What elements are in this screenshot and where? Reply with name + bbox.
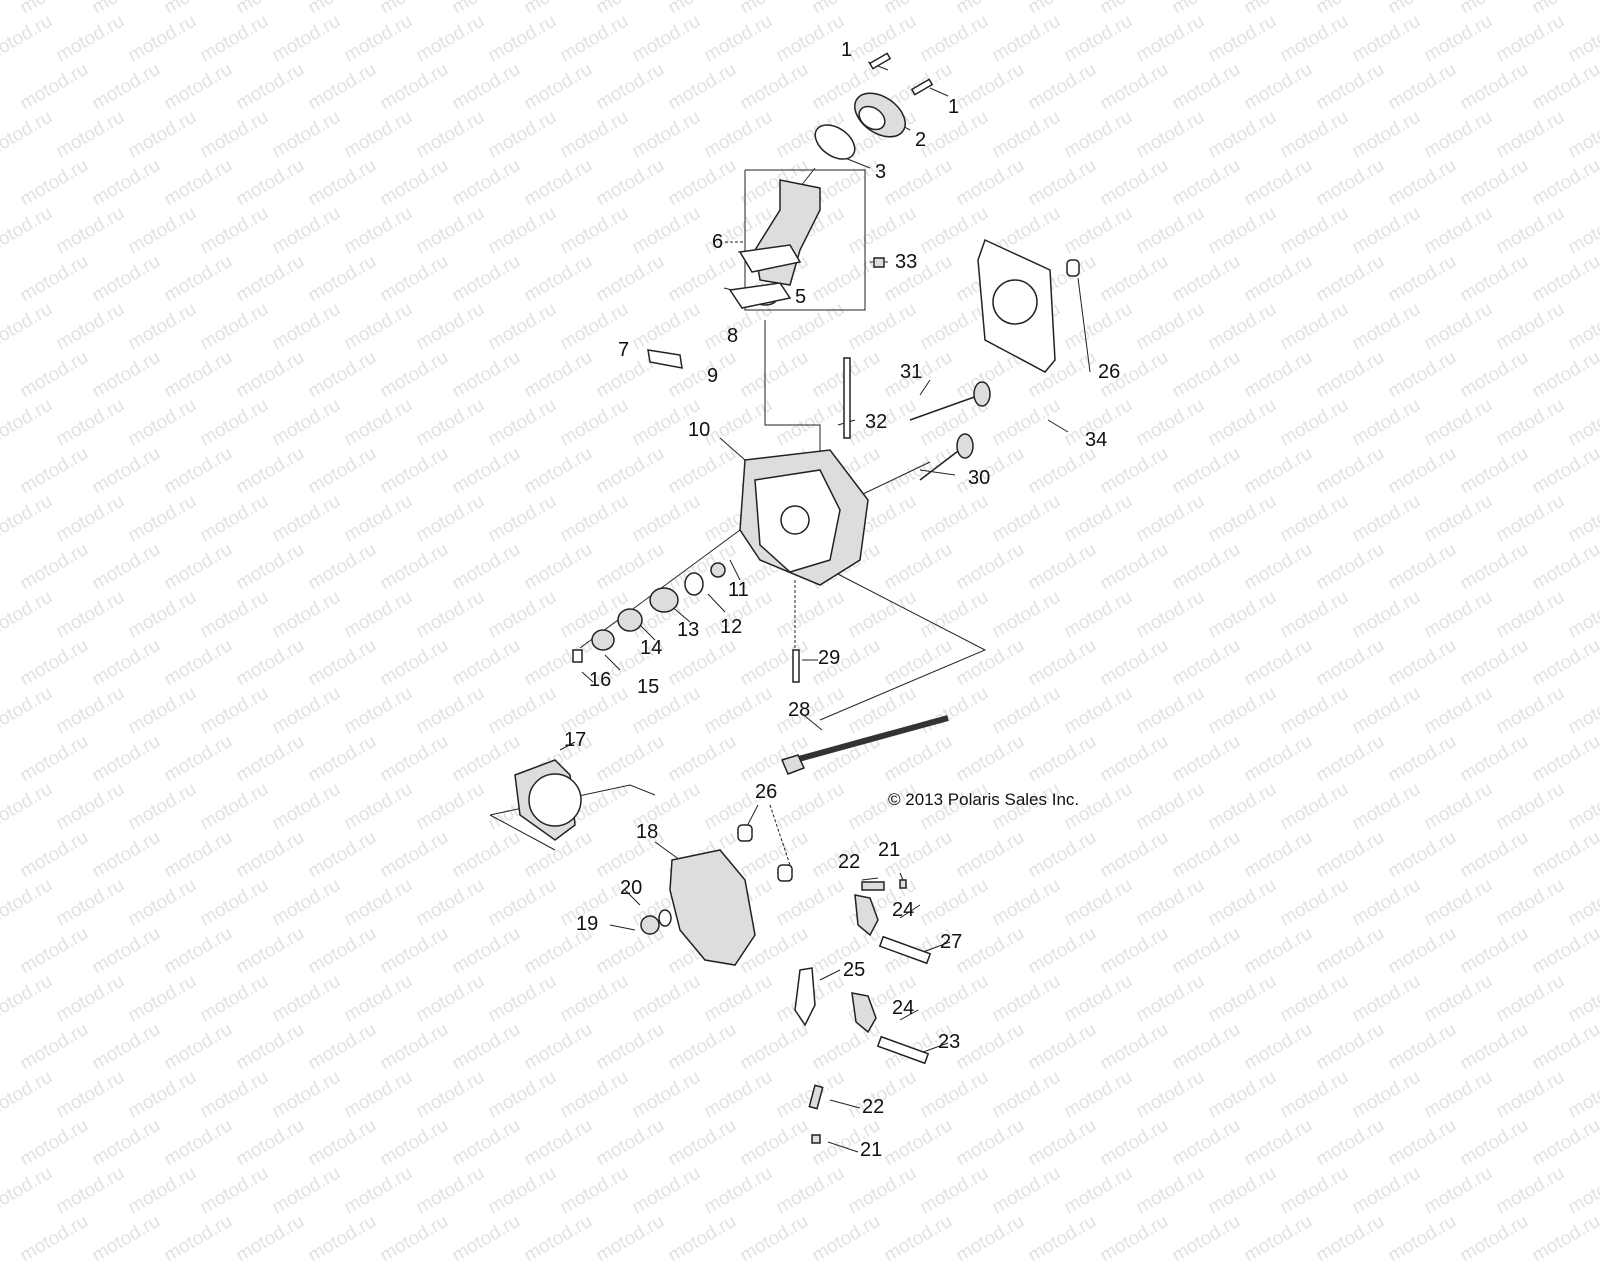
dowel-26b — [737, 824, 753, 842]
pin-1a — [868, 52, 892, 70]
adjuster-22a — [861, 881, 885, 891]
nut-21b — [811, 1134, 821, 1144]
callout-7: 7 — [618, 339, 630, 361]
valve-31 — [909, 394, 981, 421]
rocker-arm-24b — [851, 992, 877, 1034]
parts — [514, 52, 1080, 1144]
callout-34: 34 — [1085, 429, 1108, 451]
spark-plug-7 — [647, 349, 683, 369]
pin-1b — [910, 78, 934, 96]
callout-5: 5 — [795, 286, 807, 308]
adjuster-22b — [808, 1084, 824, 1110]
dowel-26a — [1066, 259, 1080, 277]
cap-15 — [591, 629, 615, 651]
callout-33: 33 — [895, 251, 918, 273]
callout-11: 11 — [728, 579, 749, 601]
watermark-text: motod.ru — [1024, 1210, 1100, 1267]
watermark-text: motod.ru — [1528, 1210, 1600, 1267]
leader-lines — [489, 61, 1091, 1153]
rocker-arm-holder-18 — [669, 849, 756, 966]
shaft-23 — [876, 1035, 930, 1065]
valve-30 — [919, 447, 963, 481]
callout-8: 8 — [727, 325, 739, 347]
watermark-text: motod.ru — [1456, 1210, 1532, 1267]
watermark-text: motod.ru — [880, 1210, 956, 1267]
watermark-text: motod.ru — [1384, 1210, 1460, 1267]
callout-16: 16 — [589, 669, 612, 691]
washer-20 — [658, 909, 672, 927]
callout-18: 18 — [636, 821, 659, 843]
callout-24: 24 — [892, 899, 915, 921]
copyright-notice: © 2013 Polaris Sales Inc. — [888, 790, 1080, 809]
watermark-text: motod.ru — [304, 1210, 380, 1267]
seal-11 — [710, 562, 726, 578]
watermark-text: motod.ru — [1168, 1210, 1244, 1267]
callout-1: 1 — [841, 39, 853, 61]
stud-bolt-28 — [794, 715, 949, 763]
nut-19 — [640, 915, 660, 935]
hose-clamp-3 — [814, 124, 856, 160]
o-ring-12 — [684, 572, 704, 596]
spring-14 — [617, 608, 643, 632]
watermark-text: motod.ru — [1096, 1210, 1172, 1267]
watermark-text: motod.ru — [16, 1210, 92, 1267]
watermark-text: motod.ru — [664, 1210, 740, 1267]
callout-30: 30 — [968, 467, 991, 489]
callout-2: 2 — [915, 129, 927, 151]
watermark-text: motod.ru — [448, 1210, 524, 1267]
exploded-parts-diagram — [489, 52, 1091, 1153]
nut-21a — [899, 879, 907, 889]
callout-32: 32 — [865, 411, 888, 433]
callout-10: 10 — [688, 419, 711, 441]
callout-21: 21 — [860, 1139, 883, 1161]
callout-17: 17 — [564, 729, 587, 751]
callout-13: 13 — [677, 619, 700, 641]
callout-31: 31 — [900, 361, 923, 383]
stud-32 — [843, 357, 851, 439]
watermark-text: motod.ru — [232, 1210, 308, 1267]
callout-6: 6 — [712, 231, 724, 253]
callout-20: 20 — [620, 877, 643, 899]
callout-26: 26 — [755, 781, 778, 803]
watermark-text: motod.ru — [88, 1210, 164, 1267]
watermark-text: motod.ru — [952, 1210, 1028, 1267]
callout-23: 23 — [938, 1031, 961, 1053]
dowel-26c — [777, 864, 793, 882]
pin-29 — [792, 649, 800, 683]
decompressor-25 — [794, 967, 816, 1027]
callout-28: 28 — [788, 699, 811, 721]
callout-9: 9 — [707, 365, 719, 387]
callout-19: 19 — [576, 913, 599, 935]
clip-16 — [572, 649, 583, 663]
watermark-text: motod.ru — [1312, 1210, 1388, 1267]
gasket-8 — [738, 244, 802, 273]
watermark-text: motod.ru — [376, 1210, 452, 1267]
callout-15: 15 — [637, 676, 660, 698]
watermark-text: motod.ru — [160, 1210, 236, 1267]
callout-21: 21 — [878, 839, 901, 861]
callout-27: 27 — [940, 931, 963, 953]
watermark-text: motod.ru — [736, 1210, 812, 1267]
watermark-text: motod.ru — [808, 1210, 884, 1267]
callout-14: 14 — [640, 637, 663, 659]
callout-25: 25 — [843, 959, 866, 981]
callout-22: 22 — [862, 1096, 885, 1118]
spring-13 — [649, 587, 679, 613]
callout-1: 1 — [948, 96, 960, 118]
nut-33 — [873, 257, 885, 268]
watermark-text: motod.ru — [1240, 1210, 1316, 1267]
watermark-text: motod.ru — [520, 1210, 596, 1267]
callout-29: 29 — [818, 647, 841, 669]
callout-22: 22 — [838, 851, 861, 873]
watermark-text: motod.ru — [592, 1210, 668, 1267]
rocker-arm-24a — [854, 894, 879, 937]
shaft-27 — [878, 935, 932, 965]
callout-3: 3 — [875, 161, 887, 183]
callout-24: 24 — [892, 997, 915, 1019]
callout-26: 26 — [1098, 361, 1121, 383]
gasket-9 — [728, 282, 792, 309]
callout-12: 12 — [720, 616, 743, 638]
